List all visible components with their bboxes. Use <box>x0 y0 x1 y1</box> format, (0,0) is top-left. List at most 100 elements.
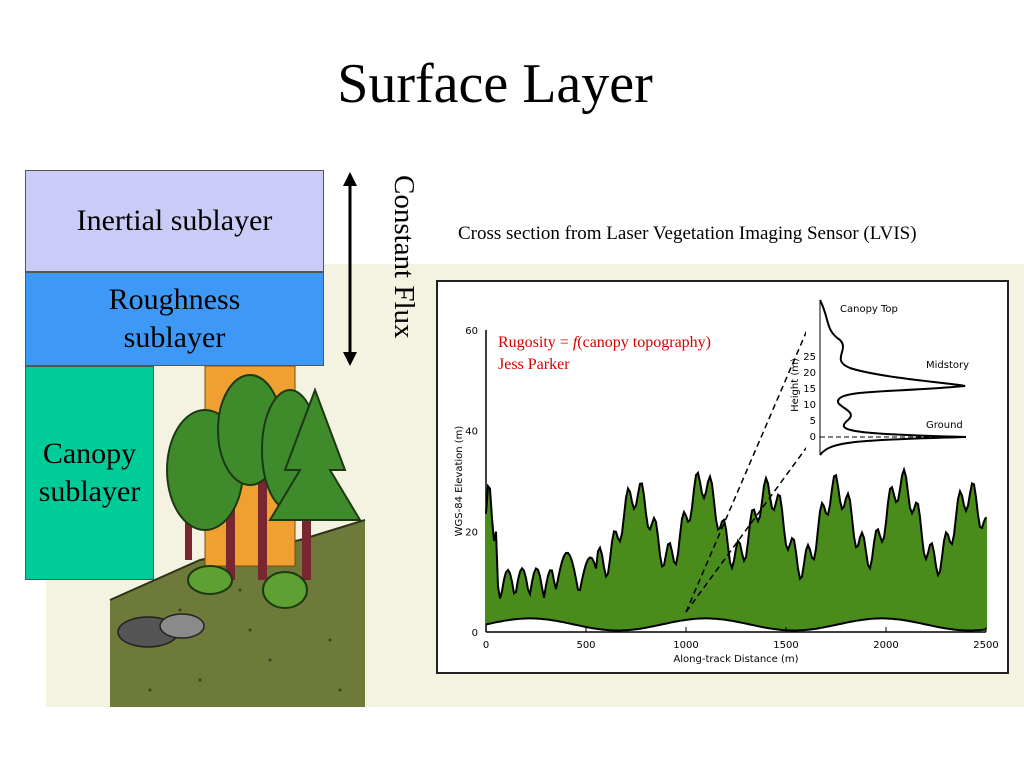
canopy-elevation-bar <box>835 475 837 625</box>
canopy-elevation-bar <box>541 587 543 619</box>
canopy-elevation-bar <box>815 548 817 629</box>
canopy-elevation-bar <box>807 544 809 630</box>
canopy-elevation-bar <box>575 578 577 625</box>
canopy-elevation-bar <box>937 574 939 627</box>
waveform-line <box>819 299 967 456</box>
canopy-elevation-bar <box>787 549 789 631</box>
y-tick-label: 60 <box>465 326 478 337</box>
canopy-elevation-bar <box>739 543 741 623</box>
canopy-elevation-bar <box>761 501 763 627</box>
canopy-elevation-bar <box>925 558 927 625</box>
canopy-elevation-bar <box>741 553 743 623</box>
canopy-elevation-bar <box>597 551 599 630</box>
canopy-elevation-bar <box>601 554 603 630</box>
canopy-elevation-bar <box>637 494 639 630</box>
canopy-elevation-bar <box>941 557 943 628</box>
canopy-elevation-bar <box>499 598 501 622</box>
x-tick-label: 500 <box>576 640 595 651</box>
canopy-elevation-bar <box>561 561 563 622</box>
roughness-sublayer-box: Roughness sublayer <box>25 272 324 366</box>
canopy-elevation-bar <box>829 505 831 627</box>
canopy-elevation-bar <box>591 558 593 629</box>
canopy-elevation-bar <box>819 511 821 629</box>
canopy-elevation-bar <box>951 544 953 630</box>
canopy-elevation-bar <box>805 550 807 630</box>
canopy-elevation-bar <box>865 551 867 620</box>
canopy-elevation-bar <box>705 492 707 619</box>
canopy-elevation-bar <box>737 540 739 622</box>
canopy-elevation-bar <box>791 538 793 631</box>
canopy-elevation-bar <box>627 488 629 631</box>
canopy-elevation-bar <box>569 555 571 624</box>
canopy-elevation-bar <box>491 518 493 624</box>
canopy-elevation-bar <box>621 533 623 631</box>
canopy-elevation-bar <box>853 536 855 622</box>
canopy-elevation-bar <box>633 508 635 630</box>
canopy-sublayer-box: Canopy sublayer <box>25 366 154 580</box>
canopy-elevation-bar <box>813 559 815 629</box>
canopy-elevation-bar <box>653 518 655 627</box>
canopy-elevation-bar <box>711 483 713 619</box>
canopy-elevation-bar <box>585 564 587 627</box>
canopy-elevation-bar <box>891 487 893 619</box>
canopy-elevation-bar <box>723 519 725 620</box>
canopy-elevation-bar <box>781 509 783 630</box>
canopy-elevation-bar <box>905 476 907 621</box>
canopy-elevation-bar <box>487 486 489 625</box>
canopy-elevation-bar <box>555 589 557 621</box>
canopy-elevation-bar <box>757 521 759 627</box>
canopy-elevation-bar <box>631 501 633 630</box>
canopy-top-line <box>485 466 987 599</box>
canopy-elevation-bar <box>495 531 497 623</box>
canopy-elevation-bar <box>671 551 673 623</box>
canopy-elevation-bar <box>927 553 929 625</box>
canopy-elevation-bar <box>573 569 575 625</box>
rugosity-annotation: Rugosity = f(canopy topography) Jess Par… <box>498 334 711 373</box>
y-tick-label: 0 <box>472 628 478 639</box>
canopy-elevation-bar <box>675 564 677 622</box>
canopy-elevation-bar <box>907 492 909 621</box>
canopy-elevation-bar <box>871 558 873 619</box>
canopy-elevation-bar <box>655 522 657 626</box>
canopy-elevation-bar <box>713 501 715 619</box>
canopy-elevation-bar <box>779 496 781 630</box>
canopy-elevation-bar <box>735 548 737 622</box>
canopy-elevation-bar <box>945 532 947 629</box>
canopy-elevation-bar <box>513 593 515 620</box>
canopy-elevation-bar <box>715 519 717 619</box>
canopy-elevation-bar <box>577 589 579 626</box>
canopy-elevation-bar <box>839 500 841 624</box>
canopy-elevation-bar <box>961 495 963 631</box>
canopy-elevation-bar <box>519 571 521 619</box>
canopy-elevation-bar <box>665 554 667 624</box>
canopy-elevation-bar <box>803 563 805 631</box>
canopy-elevation-bar <box>833 476 835 626</box>
x-tick-label: 2000 <box>873 640 898 651</box>
canopy-elevation-bar <box>639 483 641 629</box>
canopy-elevation-bar <box>953 534 955 630</box>
canopy-elevation-bar <box>969 493 971 631</box>
canopy-elevation-bar <box>855 547 857 621</box>
canopy-elevation-bar <box>517 579 519 619</box>
canopy-elevation-bar <box>911 513 913 622</box>
canopy-elevation-bar <box>753 509 755 626</box>
canopy-elevation-bar <box>565 552 567 623</box>
canopy-elevation-bar <box>977 514 979 631</box>
canopy-elevation-bar <box>587 559 589 628</box>
canopy-elevation-bar <box>685 515 687 620</box>
canopy-elevation-bar <box>669 543 671 623</box>
canopy-elevation-bar <box>725 529 727 620</box>
roughness-sublayer-label: Roughness sublayer <box>108 283 241 354</box>
canopy-elevation-bar <box>645 513 647 628</box>
canopy-elevation-bar <box>515 591 517 620</box>
canopy-elevation-bar <box>923 553 925 625</box>
canopy-elevation-bar <box>859 537 861 621</box>
canopy-elevation-bar <box>943 540 945 629</box>
canopy-elevation-bar <box>543 597 545 620</box>
canopy-elevation-bar <box>789 544 791 631</box>
canopy-elevation-bar <box>983 521 985 630</box>
canopy-elevation-bar <box>625 497 627 631</box>
canopy-elevation-bar <box>771 508 773 629</box>
canopy-elevation-bar <box>647 526 649 628</box>
canopy-elevation-bar <box>695 475 697 619</box>
